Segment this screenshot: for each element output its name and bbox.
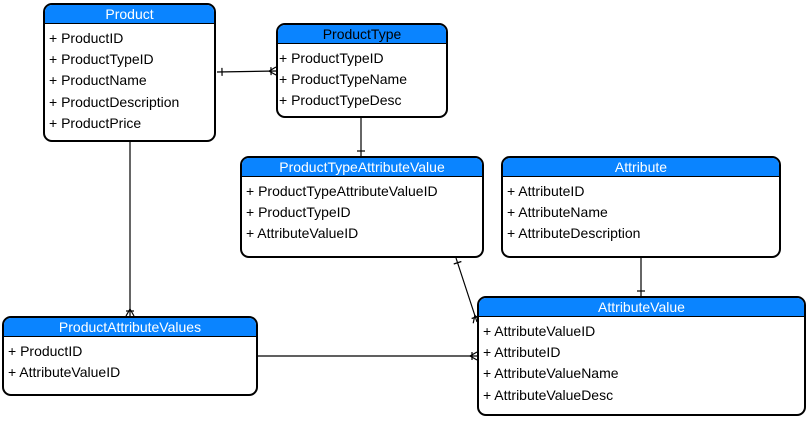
attribute-row: + AttributeValueName: [483, 365, 619, 382]
attribute-row: + ProductName: [49, 72, 147, 89]
attribute-row: + ProductDescription: [49, 93, 180, 110]
attribute-row: + AttributeValueID: [246, 225, 359, 242]
relationship-line: [216, 70, 277, 73]
attribute-row: + ProductPrice: [49, 114, 142, 131]
entity-attributevalue[interactable]: AttributeValue + AttributeValueID + Attr…: [477, 296, 806, 416]
entity-productattributevalues[interactable]: ProductAttributeValues + ProductID + Att…: [2, 316, 258, 396]
attribute-row: + AttributeValueDesc: [483, 386, 614, 403]
crows-foot-mark: [268, 66, 277, 72]
entity-title: AttributeValue: [479, 298, 804, 317]
entity-producttypeattributevalue[interactable]: ProductTypeAttributeValue + ProductTypeA…: [240, 156, 484, 258]
attribute-row: + ProductTypeName: [279, 71, 408, 88]
entity-title: ProductType: [278, 25, 446, 44]
attribute-row: + ProductID: [8, 343, 83, 359]
entity-product[interactable]: Product + ProductID + ProductTypeID + Pr…: [43, 3, 216, 142]
entity-title: ProductTypeAttributeValue: [242, 158, 482, 177]
attribute-row: + ProductTypeID: [49, 51, 154, 68]
attribute-row: + AttributeDescription: [507, 225, 641, 242]
crows-foot-mark: [469, 351, 478, 357]
attribute-row: + ProductTypeID: [246, 204, 351, 221]
attribute-row: + ProductTypeDesc: [279, 92, 402, 109]
attribute-row: + ProductTypeAttributeValueID: [246, 183, 438, 199]
entity-title: Attribute: [503, 158, 779, 177]
attribute-row: + AttributeID: [507, 183, 585, 199]
crows-foot-mark: [268, 70, 277, 76]
entity-title: ProductAttributeValues: [4, 318, 256, 337]
relationship-line: [455, 257, 478, 323]
attribute-row: + AttributeValueID: [8, 364, 121, 381]
crows-foot-mark: [129, 308, 135, 317]
cardinality-bar-mark: [453, 260, 462, 265]
attribute-row: + AttributeName: [507, 204, 608, 221]
crows-foot-mark: [469, 355, 478, 361]
attribute-row: + ProductTypeID: [279, 50, 384, 66]
attribute-row: + ProductID: [49, 30, 124, 46]
entity-producttype[interactable]: ProductType + ProductTypeID + ProductTyp…: [276, 23, 448, 118]
crows-foot-mark: [125, 308, 131, 317]
entity-attribute[interactable]: Attribute + AttributeID + AttributeName …: [501, 156, 781, 258]
attribute-row: + AttributeID: [483, 344, 561, 361]
entity-title: Product: [45, 5, 214, 24]
attribute-row: + AttributeValueID: [483, 323, 596, 339]
crows-foot-mark: [472, 315, 476, 324]
